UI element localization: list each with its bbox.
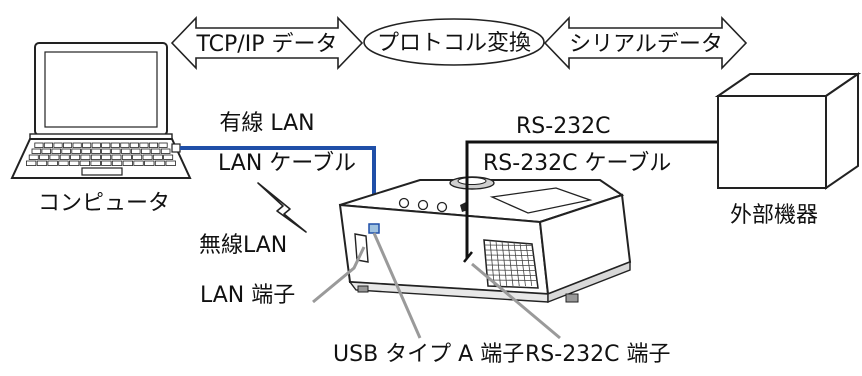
keyboard-key bbox=[130, 148, 141, 154]
tcpip-data-label: TCP/IP データ bbox=[196, 32, 338, 57]
keyboard-key bbox=[129, 142, 139, 148]
computer-label: コンピュータ bbox=[38, 191, 170, 216]
keyboard-key bbox=[43, 142, 53, 148]
vent-line bbox=[484, 244, 533, 246]
keyboard-key bbox=[58, 160, 69, 166]
keyboard-key bbox=[72, 142, 82, 148]
keyboard-key bbox=[101, 160, 112, 166]
keyboard-key bbox=[39, 154, 50, 160]
rs232c-port-callout bbox=[471, 262, 561, 340]
wireless-lan-label: 無線LAN bbox=[199, 233, 287, 258]
keyboard-key bbox=[110, 142, 120, 148]
vent-line bbox=[507, 241, 514, 287]
keyboard-key bbox=[133, 160, 144, 166]
keyboard-key bbox=[121, 154, 132, 160]
vent-line bbox=[486, 269, 536, 271]
keyboard-key bbox=[81, 148, 91, 154]
keyboard-key bbox=[144, 160, 155, 166]
keyboard-key bbox=[148, 142, 159, 148]
external-device-label: 外部機器 bbox=[730, 203, 818, 228]
vent-line bbox=[485, 254, 534, 256]
keyboard-key bbox=[79, 160, 90, 166]
keyboard-key bbox=[61, 148, 71, 154]
keyboard-key bbox=[140, 148, 151, 154]
keyboard-key bbox=[111, 154, 122, 160]
keyboard-key bbox=[80, 154, 91, 160]
vent-grill bbox=[483, 239, 539, 289]
keyboard-key bbox=[51, 148, 62, 154]
tcpip-arrow: TCP/IP データ bbox=[170, 16, 364, 70]
keyboard-key bbox=[41, 148, 52, 154]
usb-port-label: USB タイプ A 端子 bbox=[333, 342, 524, 367]
serial-data-arrow: シリアルデータ bbox=[543, 16, 748, 70]
keyboard-keys bbox=[25, 142, 176, 166]
projector-icon bbox=[338, 176, 632, 304]
keyboard-key bbox=[158, 142, 168, 148]
keyboard-key bbox=[165, 160, 176, 166]
keyboard-key bbox=[31, 148, 42, 154]
vent-line bbox=[485, 259, 535, 261]
keyboard-key bbox=[90, 154, 101, 160]
keyboard-key bbox=[152, 154, 163, 160]
keyboard-key bbox=[142, 154, 153, 160]
keyboard-key bbox=[63, 142, 73, 148]
keyboard-key bbox=[150, 148, 161, 154]
keyboard-key bbox=[101, 148, 111, 154]
serial-data-label: シリアルデータ bbox=[569, 32, 723, 57]
vent-line bbox=[487, 274, 537, 276]
rs232c-label: RS-232C bbox=[516, 114, 611, 139]
keyboard-key bbox=[90, 160, 101, 166]
keyboard-key bbox=[121, 148, 131, 154]
laptop-icon bbox=[10, 42, 192, 179]
vent-line bbox=[501, 241, 508, 287]
lan-port-label: LAN 端子 bbox=[200, 283, 295, 308]
keyboard-key bbox=[91, 148, 101, 154]
rs232c-cable-label: RS-232C ケーブル bbox=[483, 151, 671, 176]
keyboard-key bbox=[69, 160, 80, 166]
rs232c-port-label: RS-232C 端子 bbox=[525, 342, 671, 367]
keyboard-key bbox=[25, 160, 37, 166]
lan-port bbox=[368, 223, 380, 234]
vent-line bbox=[495, 240, 501, 287]
vent-line bbox=[513, 242, 520, 287]
keyboard-key bbox=[36, 160, 48, 166]
keyboard-key bbox=[82, 142, 92, 148]
wired-lan-label: 有線 LAN bbox=[219, 111, 314, 136]
keyboard-key bbox=[101, 154, 112, 160]
keyboard-key bbox=[111, 160, 123, 166]
vent-line bbox=[487, 279, 538, 281]
keyboard-key bbox=[154, 160, 166, 166]
keyboard-key bbox=[49, 154, 60, 160]
keyboard-key bbox=[120, 142, 130, 148]
keyboard-key bbox=[70, 154, 81, 160]
keyboard-key bbox=[91, 142, 101, 148]
protocol-conversion-label: プロトコル変換 bbox=[377, 31, 531, 56]
keyboard-key bbox=[71, 148, 81, 154]
keyboard-key bbox=[47, 160, 58, 166]
vent-line bbox=[489, 240, 495, 287]
keyboard-key bbox=[111, 148, 121, 154]
keyboard-key bbox=[34, 142, 44, 148]
lan-port-callout bbox=[312, 246, 366, 304]
keyboard-key bbox=[139, 142, 149, 148]
keyboard-key bbox=[101, 142, 111, 148]
lan-cable-label: LAN ケーブル bbox=[218, 151, 356, 176]
vent-line bbox=[484, 249, 534, 251]
protocol-conversion-ellipse: プロトコル変換 bbox=[363, 18, 545, 66]
vent-line bbox=[486, 264, 536, 266]
keyboard-key bbox=[28, 154, 39, 160]
keyboard-key bbox=[53, 142, 63, 148]
wireless-lightning-icon bbox=[257, 182, 307, 233]
keyboard-key bbox=[122, 160, 133, 166]
external-device-icon bbox=[714, 72, 862, 190]
keyboard-key bbox=[160, 148, 171, 154]
keyboard-key bbox=[59, 154, 70, 160]
keyboard-key bbox=[163, 154, 174, 160]
keyboard-key bbox=[132, 154, 143, 160]
rs232c-cable bbox=[465, 140, 718, 258]
usb-port-callout bbox=[372, 232, 422, 339]
